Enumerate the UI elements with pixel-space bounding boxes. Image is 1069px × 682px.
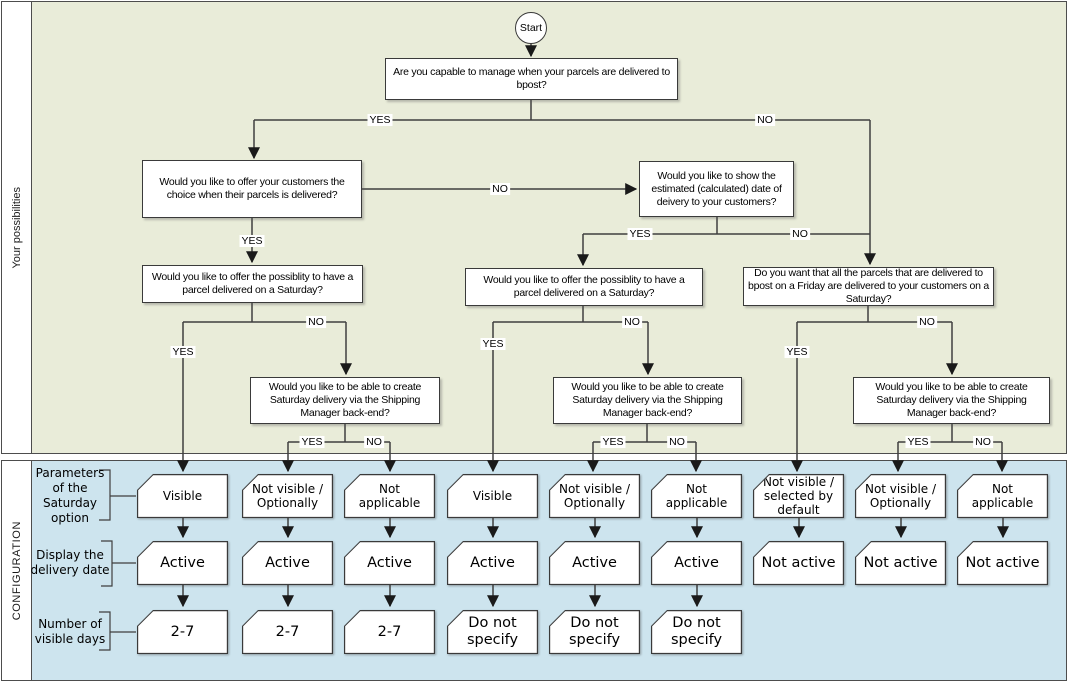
config-box-value: Not visible / selected by default [754,475,843,517]
config-box: Not active [957,541,1048,585]
config-box-value: Not visible / Optionally [550,475,639,517]
possibilities-label-strip: Your possibilities [2,2,32,453]
config-box-value: Not active [958,542,1047,584]
flow-node-backend-middle: Would you like to be able to create Satu… [553,377,742,424]
config-box-value: Active [138,542,227,584]
config-box: Not applicable [651,474,742,518]
config-box: Visible [137,474,228,518]
branch-label-yes: YES [170,346,196,358]
config-box: Not visible / Optionally [242,474,333,518]
config-box: Not applicable [957,474,1048,518]
branch-label-yes: YES [367,114,393,126]
config-box-value: Do not specify [652,611,741,653]
config-box: Active [242,541,333,585]
config-box-value: Do not specify [448,611,537,653]
config-row-label-display-delivery-date: Display the delivery date [30,548,110,577]
config-box: Active [137,541,228,585]
config-box-value: Active [243,542,332,584]
flow-node-saturday-middle: Would you like to offer the possiblity t… [465,268,703,306]
branch-label-yes: YES [299,436,325,448]
config-box-value: Active [550,542,639,584]
branch-label-yes: YES [627,228,653,240]
branch-label-no: NO [917,316,937,328]
flow-node-saturday-left: Would you like to offer the possiblity t… [142,265,363,303]
config-box-value: Not applicable [345,475,434,517]
config-row-label-number-visible-days: Number of visible days [34,617,106,646]
branch-label-no: NO [306,316,326,328]
flow-node-friday-parcels: Do you want that all the parcels that ar… [743,267,994,306]
config-box: Active [651,541,742,585]
config-box-value: 2-7 [138,611,227,653]
config-box: 2-7 [137,610,228,654]
config-box: 2-7 [344,610,435,654]
config-box-value: Visible [138,475,227,517]
flow-node-manage-parcels: Are you capable to manage when your parc… [385,58,678,100]
config-box: Not visible / Optionally [855,474,946,518]
start-node: Start [515,12,547,44]
config-box-value: Visible [448,475,537,517]
config-box-value: Not visible / Optionally [856,475,945,517]
branch-label-no: NO [973,436,993,448]
config-box: Active [344,541,435,585]
config-box-value: Not visible / Optionally [243,475,332,517]
config-box-value: Active [652,542,741,584]
config-box: Active [549,541,640,585]
config-box: Not active [855,541,946,585]
config-box: Not visible / Optionally [549,474,640,518]
branch-label-no: NO [622,316,642,328]
config-box: Not visible / selected by default [753,474,844,518]
config-box: Do not specify [651,610,742,654]
config-box: Not applicable [344,474,435,518]
branch-label-yes: YES [784,346,810,358]
configuration-label-strip: CONFIGURATION [2,461,32,680]
config-box-value: Not active [856,542,945,584]
config-box-value: Active [448,542,537,584]
config-box: 2-7 [242,610,333,654]
config-box: Visible [447,474,538,518]
branch-label-no: NO [790,228,810,240]
config-box: Do not specify [549,610,640,654]
config-row-label-saturday-parameters: Parameters of the Saturday option [35,466,105,525]
config-box-value: Do not specify [550,611,639,653]
branch-label-yes: YES [239,235,265,247]
config-box-value: 2-7 [345,611,434,653]
flow-node-backend-left: Would you like to be able to create Satu… [250,377,440,424]
branch-label-yes: YES [480,338,506,350]
branch-label-yes: YES [905,436,931,448]
config-box-value: Active [345,542,434,584]
config-box: Active [447,541,538,585]
config-box: Not active [753,541,844,585]
flow-node-backend-right: Would you like to be able to create Satu… [853,377,1050,424]
config-box-value: Not applicable [958,475,1047,517]
branch-label-yes: YES [600,436,626,448]
config-box-value: 2-7 [243,611,332,653]
branch-label-no: NO [755,114,775,126]
config-box: Do not specify [447,610,538,654]
config-box-value: Not applicable [652,475,741,517]
flow-node-customer-choice: Would you like to offer your customers t… [142,160,362,218]
branch-label-no: NO [667,436,687,448]
branch-label-no: NO [490,183,510,195]
branch-label-no: NO [364,436,384,448]
config-box-value: Not active [754,542,843,584]
flow-node-show-estimated-date: Would you like to show the estimated (ca… [639,161,794,217]
